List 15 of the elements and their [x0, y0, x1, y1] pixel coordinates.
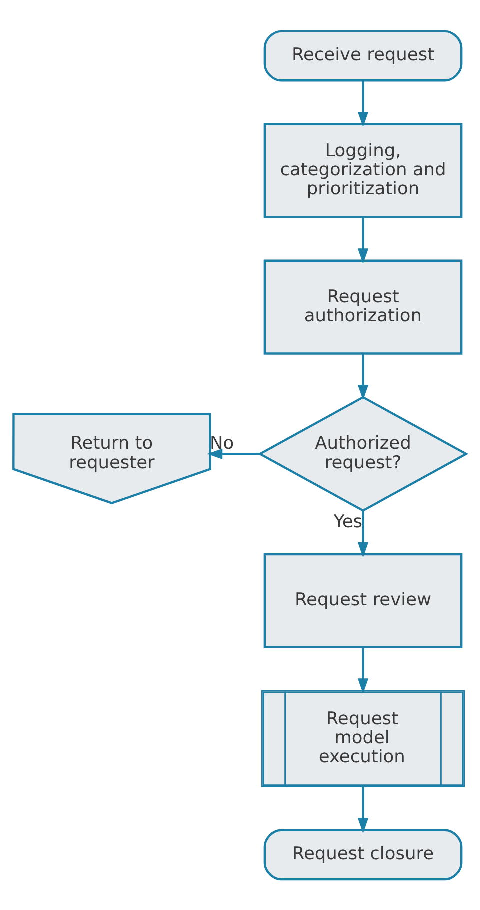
- node-box: Request authorization: [264, 259, 463, 354]
- arrow: [358, 80, 369, 127]
- arrow: [358, 353, 369, 400]
- node-box: Logging, categorization and prioritization: [264, 122, 463, 218]
- node-diamond: Authorized request?: [258, 396, 469, 512]
- arrow: [358, 216, 369, 264]
- edge-label: No: [210, 434, 234, 454]
- arrow: [358, 786, 369, 833]
- arrow: [358, 510, 369, 558]
- arrow: [207, 448, 260, 459]
- edge-label: Yes: [334, 512, 363, 532]
- node-box: Request closure: [264, 828, 463, 880]
- node-box: Receive request: [264, 30, 463, 82]
- node-box: Request review: [264, 552, 463, 648]
- arrow: [358, 647, 369, 694]
